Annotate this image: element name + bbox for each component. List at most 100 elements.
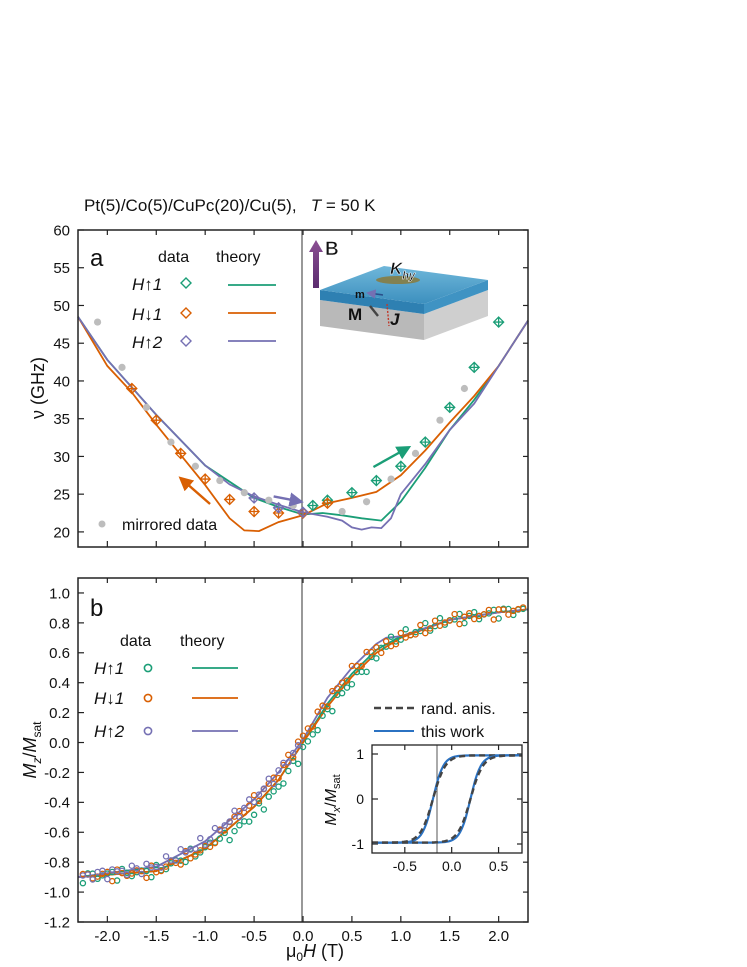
panel-b-x-tick-label: -2.0: [94, 928, 120, 945]
data-point-b-h-down-1: [436, 622, 444, 629]
data-point-b-h-up-2: [211, 824, 219, 832]
sweep-arrow-h-down-1: [178, 476, 211, 505]
data-point-b-h-up-2: [162, 853, 170, 860]
mirrored-data-point: [93, 318, 102, 326]
inset-frame: [371, 744, 523, 854]
schematic-exchange-arrow: [386, 303, 390, 327]
panel-b-y-tick-label: 0.2: [49, 705, 70, 722]
data-point-h-up-1: [443, 401, 456, 414]
data-point-b-h-up-1: [221, 829, 228, 837]
panel-a-legend-data-header: data: [158, 249, 189, 266]
data-point-b-h-down-1: [294, 738, 302, 745]
data-point-b-h-up-2: [89, 876, 96, 883]
inset-background: [372, 745, 522, 853]
data-point-b-h-up-2: [84, 871, 92, 878]
legend-this-work-label: this work: [421, 724, 485, 741]
mirrored-data-point: [142, 403, 151, 411]
legend-b-label-h-down-1: H↓1: [94, 689, 124, 708]
data-point-b-h-up-2: [123, 871, 131, 878]
data-point-b-h-up-2: [226, 818, 233, 825]
inset-y-tick-label: -1: [352, 836, 365, 852]
sample-title: Pt(5)/Co(5)/CuPc(20)/Cu(5), T = 50 K: [84, 196, 375, 216]
data-point-b-h-up-2: [206, 836, 214, 843]
data-point-b-h-down-1: [480, 611, 488, 618]
panel-b-y-tick-label: 0.8: [49, 615, 70, 632]
data-point-h-down-1: [223, 493, 236, 506]
schematic-anisotropy-ellipse: [376, 276, 420, 284]
data-point-h-up-2: [297, 506, 309, 519]
mirrored-data-point: [265, 496, 273, 504]
data-point-h-up-1: [306, 499, 319, 512]
panel-b-x-tick-label: -1.0: [192, 928, 218, 945]
data-point-b-h-up-1: [319, 712, 326, 719]
panel-a-frame: [77, 229, 529, 548]
data-point-b-h-down-1: [412, 631, 419, 638]
data-point-b-h-up-1: [387, 633, 395, 640]
data-point-b-h-up-2: [172, 857, 180, 864]
data-point-b-h-up-2: [241, 804, 248, 812]
schematic-side-front: [320, 300, 424, 340]
data-point-h-down-1: [125, 382, 138, 395]
panel-b-x-tick-label: 1.0: [390, 928, 411, 945]
panel-a-y-tick-label: 55: [53, 260, 70, 277]
data-point-b-h-down-1: [138, 867, 145, 875]
data-point-b-h-up-2: [133, 865, 140, 872]
data-point-b-h-up-1: [236, 822, 243, 829]
data-point-b-h-down-1: [397, 629, 405, 637]
data-point-b-h-down-1: [446, 617, 453, 624]
data-point-b-h-down-1: [470, 615, 478, 623]
data-point-b-h-up-1: [216, 835, 224, 842]
legend-a-label-h-up-2: H↑2: [132, 333, 163, 352]
mirrored-data-point: [411, 449, 420, 458]
data-point-b-h-up-2: [270, 780, 277, 788]
panel-a-arrows: [178, 445, 412, 507]
data-point-b-h-down-1: [500, 606, 507, 613]
data-point-b-h-up-1: [304, 738, 312, 745]
panel-b-markers: [79, 604, 527, 887]
data-point-b-h-up-2: [255, 791, 263, 798]
data-point-h-down-1: [248, 505, 261, 518]
panel-b-legend-data-header: data: [120, 633, 151, 650]
inset-y-tick-label: 1: [356, 746, 364, 762]
schematic-k-label: Khy: [390, 259, 416, 282]
panel-b-y-tick-label: -1.2: [44, 914, 70, 931]
mirrored-data-point: [191, 462, 199, 470]
data-point-b-h-up-1: [343, 684, 351, 691]
panel-b-y-tick-label: 0.4: [49, 675, 70, 692]
data-point-h-up-1: [492, 316, 505, 329]
schematic-top-layer-front: [320, 290, 424, 314]
panel-b-y-tick-label: 0.6: [49, 645, 70, 662]
panel-a-y-tick-label: 50: [53, 298, 70, 315]
panel-b-legend-row-h-up-2: H↑2: [94, 722, 238, 741]
panel-a-y-tick-label: 60: [53, 222, 70, 239]
inset-x-tick-label: -0.5: [393, 858, 417, 874]
data-point-b-h-up-1: [250, 811, 258, 819]
data-point-h-up-2: [248, 492, 261, 504]
inset-curves: [372, 754, 522, 844]
data-point-b-h-down-1: [456, 620, 463, 628]
panel-b-x-tick-label: -1.5: [143, 928, 169, 945]
legend-a-diamond-h-down-1: [180, 307, 192, 319]
sweep-arrow-h-up-2: [273, 492, 304, 507]
schematic-b-arrow: [309, 240, 323, 288]
panel-b-y-axis-label: Mz/Msat: [20, 721, 44, 779]
data-point-b-h-up-2: [192, 845, 199, 853]
panel-b-inset-legend: rand. anis. this work: [374, 701, 496, 741]
data-point-b-h-up-1: [245, 818, 253, 825]
schematic-m-label: m: [355, 289, 365, 301]
panel-b-x-tick-label: 0.5: [341, 928, 362, 945]
sample-schematic: B Khy m M J: [309, 239, 488, 340]
data-point-b-h-down-1: [358, 662, 365, 670]
data-point-b-h-down-1: [373, 644, 380, 651]
data-point-b-h-up-2: [231, 807, 238, 815]
panel-a-label: a: [90, 245, 104, 272]
data-point-h-up-1: [419, 436, 432, 449]
legend-b-marker-h-down-1: [143, 693, 153, 703]
data-point-b-h-up-2: [250, 798, 258, 806]
